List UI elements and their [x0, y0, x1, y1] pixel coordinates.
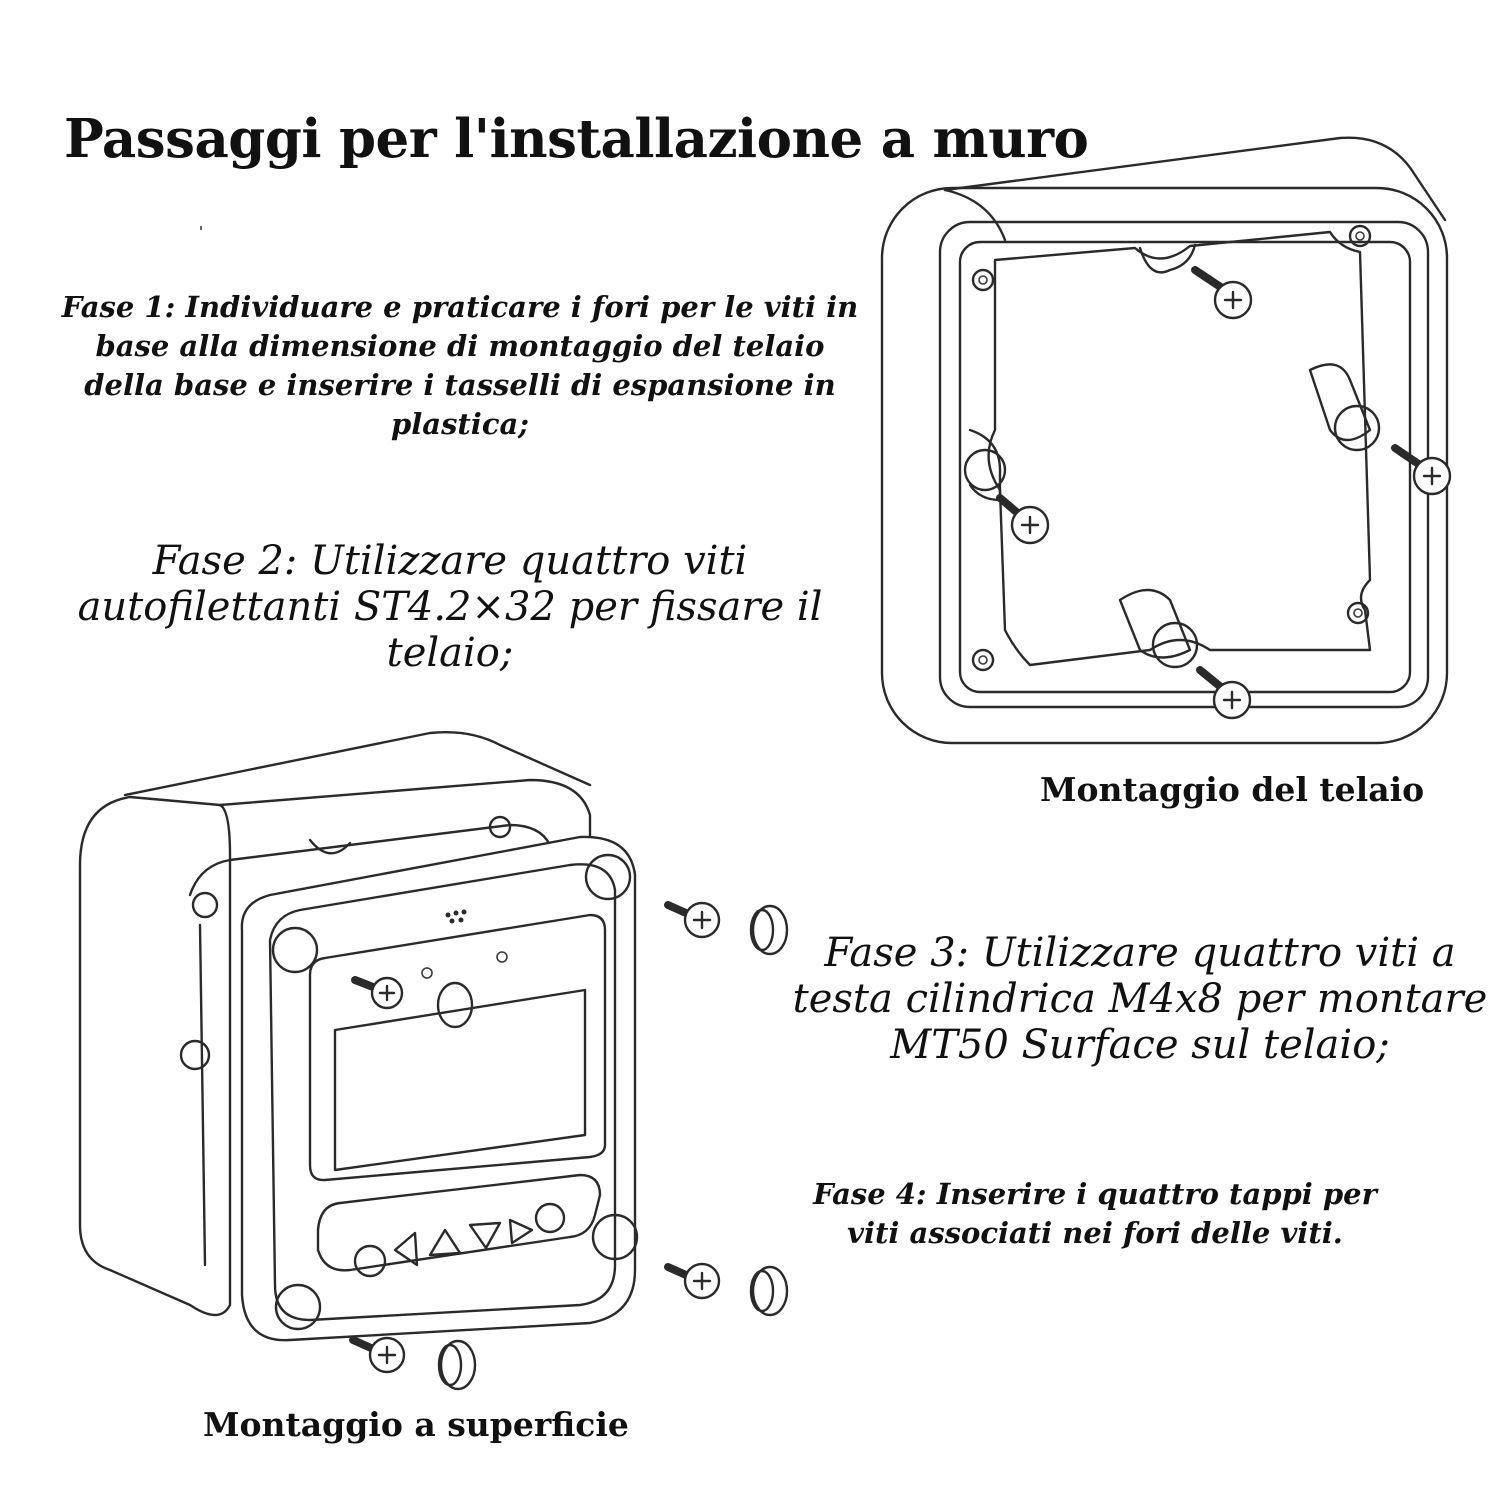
frame-mounting-caption: Montaggio del telaio [1040, 770, 1425, 809]
screw-cap-icon [749, 1265, 789, 1317]
step-3-text: Fase 3: Utilizzare quattro viti a testa … [792, 930, 1488, 1068]
screw-icon [1196, 666, 1252, 720]
screw-icon [664, 1262, 721, 1300]
screw-icon [996, 494, 1050, 545]
mt50-surface-device-diagram [78, 731, 789, 1391]
screw-cap-icon [749, 904, 789, 956]
screw-cap-icon [437, 1339, 477, 1391]
screw-icon [349, 1336, 406, 1374]
mounting-frame-diagram [880, 136, 1452, 745]
screw-icon [351, 976, 404, 1010]
page-title: Passaggi per l'installazione a muro [64, 108, 1089, 170]
screw-icon [1191, 266, 1253, 320]
step-1-text: Fase 1: Individuare e praticare i fori p… [61, 290, 859, 441]
screw-icon [1391, 444, 1452, 496]
stray-mark [200, 226, 202, 230]
screw-icon [664, 901, 721, 939]
step-4-text: Fase 4: Inserire i quattro tappi per vit… [813, 1177, 1377, 1250]
surface-mounting-caption: Montaggio a superficie [203, 1405, 629, 1444]
step-2-text: Fase 2: Utilizzare quattro viti autofile… [77, 538, 823, 676]
